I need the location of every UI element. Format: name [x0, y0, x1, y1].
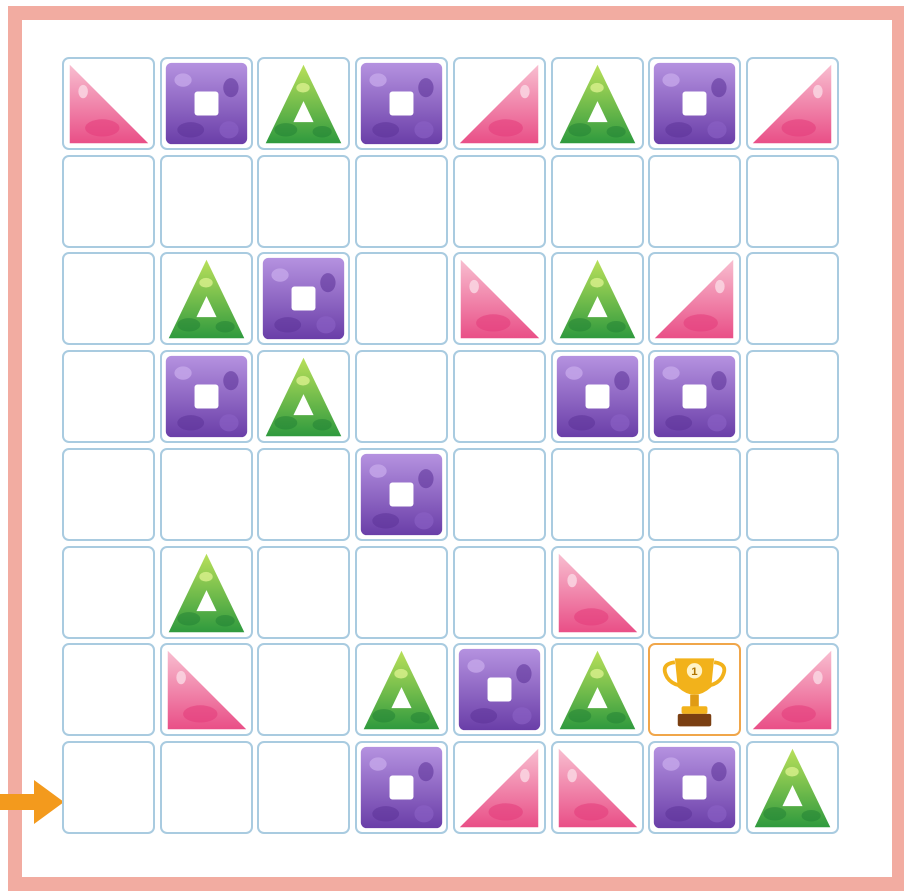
grid-cell[interactable] [160, 643, 253, 736]
grid-cell[interactable] [62, 643, 155, 736]
game-board: 1 [62, 57, 843, 836]
grid-cell[interactable] [257, 350, 350, 443]
grid-cell[interactable] [355, 448, 448, 541]
grid-cell[interactable] [551, 546, 644, 639]
grid-cell[interactable] [160, 448, 253, 541]
green-triangle-icon [553, 645, 642, 734]
grid-cell[interactable] [160, 252, 253, 345]
grid-cell[interactable] [160, 350, 253, 443]
pink-triangle-icon [650, 254, 739, 343]
green-triangle-icon [357, 645, 446, 734]
purple-square-icon [357, 450, 446, 539]
grid-cell[interactable] [453, 643, 546, 736]
grid-cell[interactable] [551, 57, 644, 150]
purple-square-icon [650, 59, 739, 148]
pink-triangle-icon [162, 645, 251, 734]
grid-cell[interactable] [453, 57, 546, 150]
grid-cell[interactable] [257, 57, 350, 150]
grid-cell[interactable] [355, 741, 448, 834]
green-triangle-icon [553, 59, 642, 148]
pink-triangle-icon [455, 59, 544, 148]
grid-cell[interactable] [648, 448, 741, 541]
grid-cell[interactable] [648, 57, 741, 150]
grid-cell[interactable] [62, 350, 155, 443]
green-triangle-icon [162, 548, 251, 637]
grid-cell[interactable] [746, 448, 839, 541]
pink-triangle-icon [553, 743, 642, 832]
purple-square-icon [553, 352, 642, 441]
grid-cell[interactable] [355, 350, 448, 443]
grid-cell[interactable] [355, 643, 448, 736]
grid-cell[interactable] [160, 546, 253, 639]
grid-cell[interactable] [62, 57, 155, 150]
grid-cell[interactable] [62, 546, 155, 639]
grid-cell[interactable] [648, 252, 741, 345]
grid-cell[interactable] [257, 741, 350, 834]
grid-cell[interactable] [62, 448, 155, 541]
grid-cell[interactable] [355, 252, 448, 345]
green-triangle-icon [553, 254, 642, 343]
grid-cell[interactable] [746, 350, 839, 443]
start-cell[interactable] [62, 741, 155, 834]
purple-square-icon [357, 743, 446, 832]
green-triangle-icon [748, 743, 837, 832]
grid-cell[interactable] [648, 155, 741, 248]
pink-triangle-icon [748, 59, 837, 148]
grid-cell[interactable] [648, 741, 741, 834]
purple-square-icon [650, 743, 739, 832]
start-arrow-icon [0, 778, 66, 826]
pink-triangle-icon [748, 645, 837, 734]
grid-cell[interactable] [453, 350, 546, 443]
grid-cell[interactable] [453, 252, 546, 345]
grid-cell[interactable] [453, 741, 546, 834]
grid-cell[interactable] [746, 155, 839, 248]
grid-cell[interactable] [551, 252, 644, 345]
grid-cell[interactable] [160, 57, 253, 150]
grid-cell[interactable] [746, 546, 839, 639]
grid-cell[interactable] [257, 252, 350, 345]
pink-triangle-icon [553, 548, 642, 637]
grid-cell[interactable] [551, 448, 644, 541]
grid-cell[interactable] [746, 252, 839, 345]
grid-cell[interactable] [648, 350, 741, 443]
grid-cell[interactable] [746, 57, 839, 150]
grid-cell[interactable] [257, 448, 350, 541]
grid-cell[interactable] [62, 155, 155, 248]
purple-square-icon [162, 59, 251, 148]
grid-cell[interactable] [453, 546, 546, 639]
grid-cell[interactable] [160, 155, 253, 248]
grid-cell[interactable] [551, 741, 644, 834]
grid-cell[interactable] [160, 741, 253, 834]
grid-cell[interactable] [746, 643, 839, 736]
purple-square-icon [650, 352, 739, 441]
green-triangle-icon [162, 254, 251, 343]
grid-cell[interactable] [355, 155, 448, 248]
grid-cell[interactable] [746, 741, 839, 834]
pink-triangle-icon [455, 254, 544, 343]
trophy-icon: 1 [650, 645, 739, 734]
purple-square-icon [259, 254, 348, 343]
grid-cell[interactable] [551, 155, 644, 248]
grid-cell[interactable] [453, 448, 546, 541]
green-triangle-icon [259, 352, 348, 441]
grid-cell[interactable] [257, 546, 350, 639]
grid-cell[interactable] [453, 155, 546, 248]
grid-cell[interactable] [551, 643, 644, 736]
pink-triangle-icon [64, 59, 153, 148]
purple-square-icon [455, 645, 544, 734]
grid-cell[interactable] [257, 155, 350, 248]
purple-square-icon [162, 352, 251, 441]
pink-triangle-icon [455, 743, 544, 832]
grid-cell[interactable] [355, 546, 448, 639]
trophy-label: 1 [691, 666, 698, 678]
purple-square-icon [357, 59, 446, 148]
grid-cell[interactable] [257, 643, 350, 736]
goal-cell[interactable]: 1 [648, 643, 741, 736]
green-triangle-icon [259, 59, 348, 148]
grid-cell[interactable] [648, 546, 741, 639]
grid-cell[interactable] [62, 252, 155, 345]
grid-cell[interactable] [551, 350, 644, 443]
grid-cell[interactable] [355, 57, 448, 150]
